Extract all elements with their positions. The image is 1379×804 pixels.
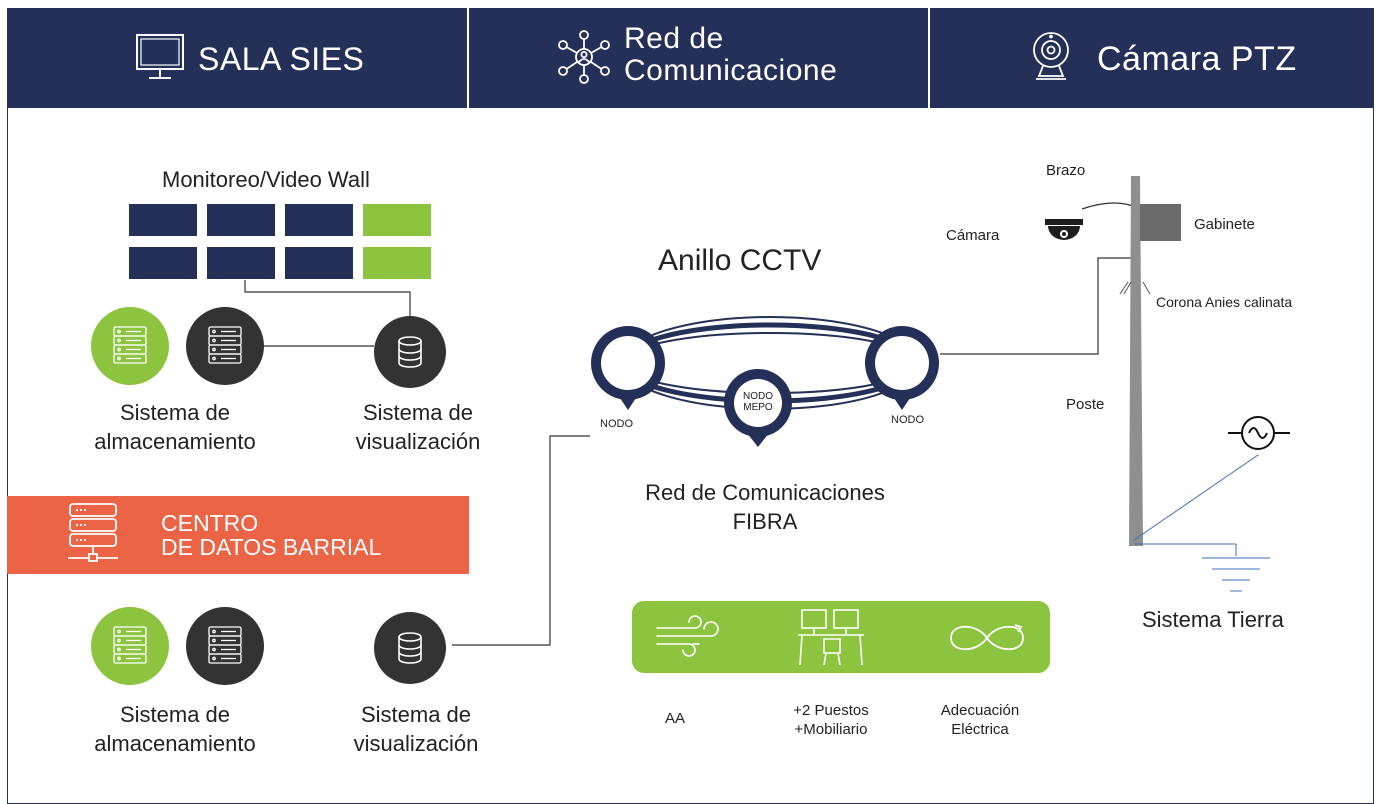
header-title-red-line1: Red de	[624, 22, 724, 55]
visualization-database	[374, 612, 446, 684]
header-title-camara-ptz: Cámara PTZ	[1097, 40, 1297, 78]
webcam-icon	[1033, 32, 1069, 80]
video-wall-screen	[285, 204, 353, 236]
pole-shape	[1129, 176, 1143, 546]
server-rack-icon	[208, 626, 242, 664]
storage-server-green	[91, 307, 169, 385]
node-right-pin	[865, 326, 939, 410]
video-wall-screen	[285, 247, 353, 279]
server-rack-icon	[68, 503, 118, 562]
facility-puestos-label: +2 Puestos+Mobiliario	[793, 702, 869, 738]
infinity-icon	[950, 624, 1024, 651]
storage-server-dark	[186, 307, 264, 385]
camara-label: Cámara	[946, 227, 1000, 244]
node-right-label: NODO	[891, 414, 924, 426]
video-wall-screen	[129, 247, 197, 279]
cabinet-box	[1140, 204, 1181, 241]
node-center-pin	[724, 369, 792, 447]
brazo-label: Brazo	[1046, 162, 1086, 179]
corona-label: Corona Anies calinata	[1156, 294, 1293, 310]
header-title-sala-sies: SALA SIES	[198, 41, 365, 77]
workstation-icon	[798, 609, 864, 666]
gabinete-label: Gabinete	[1194, 216, 1255, 233]
video-wall-screen	[207, 204, 275, 236]
header-separator	[928, 8, 930, 108]
ground-icon	[1202, 557, 1270, 592]
video-wall-screen	[363, 204, 431, 236]
header-separator	[467, 8, 469, 108]
server-rack-icon	[208, 326, 242, 364]
video-wall-screen	[363, 247, 431, 279]
video-wall-screen	[207, 247, 275, 279]
network-icon	[558, 30, 610, 84]
video-wall-screen	[129, 204, 197, 236]
storage-server-green	[91, 607, 169, 685]
visualization-database	[374, 316, 446, 388]
facility-aa-label: AA	[665, 710, 686, 727]
sistema-tierra-label: Sistema Tierra	[1142, 607, 1284, 632]
header-bar	[7, 8, 1374, 108]
ring-title: Anillo CCTV	[658, 244, 822, 277]
node-left-label: NODO	[600, 418, 633, 430]
database-icon	[398, 632, 422, 664]
ac-source-icon	[1228, 416, 1290, 450]
ring-diagram	[591, 316, 939, 447]
node-left-pin	[591, 326, 665, 410]
camera-dome	[1045, 219, 1083, 240]
video-wall-title: Monitoreo/Video Wall	[162, 167, 370, 192]
storage-server-dark	[186, 607, 264, 685]
facilities-bar	[632, 601, 1050, 673]
monitor-icon	[136, 34, 184, 79]
server-rack-icon	[113, 626, 147, 664]
wind-icon	[656, 615, 719, 657]
poste-label: Poste	[1066, 396, 1105, 413]
server-rack-icon	[113, 326, 147, 364]
database-icon	[398, 336, 422, 368]
centro-datos-banner	[7, 496, 469, 574]
header-title-red-line2: Comunicacione	[624, 54, 838, 87]
